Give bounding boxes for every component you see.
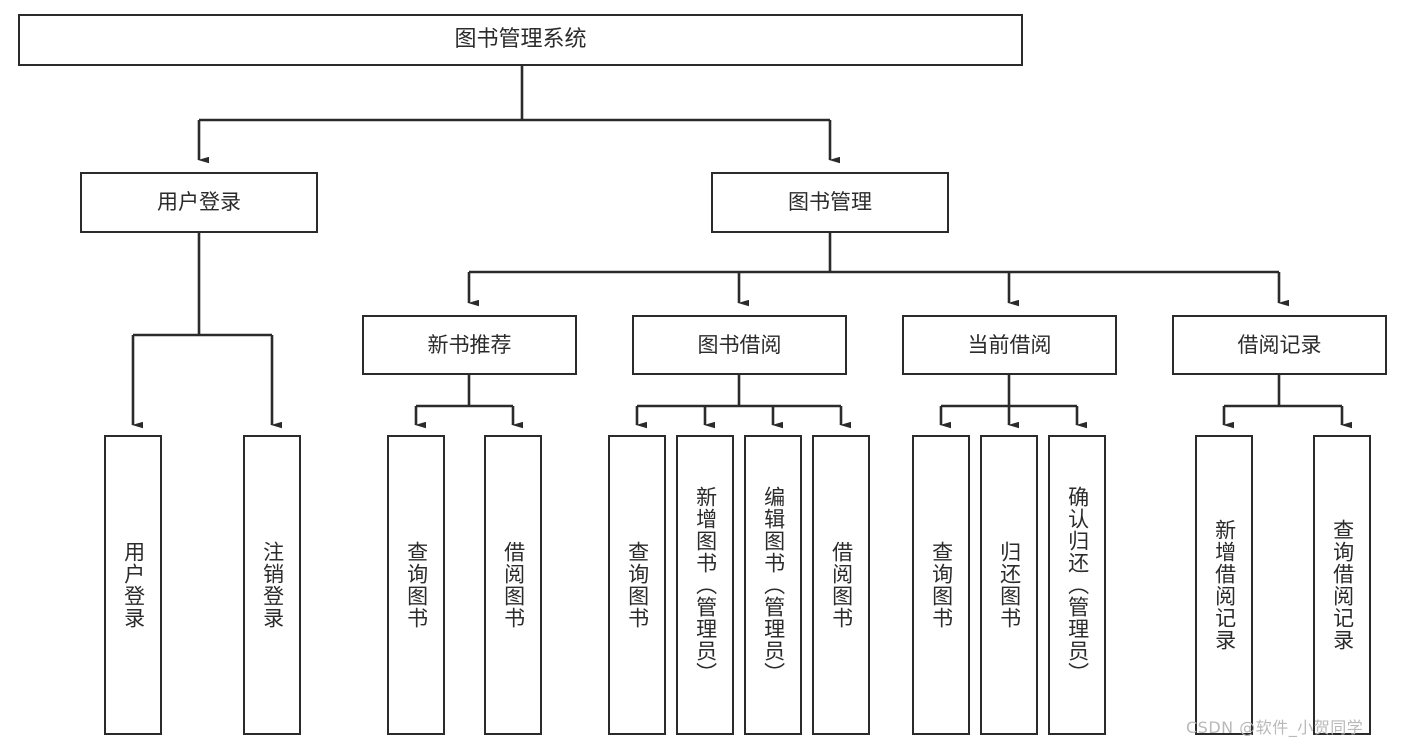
leaf-edit-book-admin[interactable]: 编辑图书（管理员） xyxy=(744,435,802,735)
node-label: 用户登录 xyxy=(157,190,241,214)
node-label: 编辑图书（管理员） xyxy=(761,486,786,684)
leaf-borrow-books[interactable]: 借阅图书 xyxy=(812,435,870,735)
leaf-confirm-return-admin[interactable]: 确认归还（管理员） xyxy=(1048,435,1106,735)
node-label: 用户登录 xyxy=(121,541,146,629)
node-label: 新书推荐 xyxy=(427,332,512,357)
node-label: 借阅记录 xyxy=(1237,332,1322,357)
node-book-management[interactable]: 图书管理 xyxy=(711,172,949,233)
node-label: 注销登录 xyxy=(260,541,285,629)
node-label: 借阅图书 xyxy=(829,541,854,629)
leaf-query-books-borrow[interactable]: 查询图书 xyxy=(608,435,666,735)
leaf-return-books[interactable]: 归还图书 xyxy=(980,435,1038,735)
node-label: 图书借阅 xyxy=(697,332,782,357)
node-label: 查询图书 xyxy=(404,541,429,629)
node-label: 新增借阅记录 xyxy=(1212,519,1237,651)
leaf-query-books-new[interactable]: 查询图书 xyxy=(387,435,445,735)
node-label: 查询图书 xyxy=(625,541,650,629)
node-label: 图书管理系统 xyxy=(454,27,587,52)
csdn-watermark: CSDN @软件_小贺同学 xyxy=(1186,718,1364,737)
leaf-add-book-admin[interactable]: 新增图书（管理员） xyxy=(676,435,734,735)
leaf-logout[interactable]: 注销登录 xyxy=(243,435,301,735)
node-label: 借阅图书 xyxy=(501,541,526,629)
node-current-borrowing[interactable]: 当前借阅 xyxy=(902,315,1117,375)
leaf-borrow-books-new[interactable]: 借阅图书 xyxy=(484,435,542,735)
node-book-borrowing[interactable]: 图书借阅 xyxy=(632,315,847,375)
node-new-book-recommendation[interactable]: 新书推荐 xyxy=(362,315,577,375)
node-borrow-records[interactable]: 借阅记录 xyxy=(1172,315,1387,375)
leaf-query-books-current[interactable]: 查询图书 xyxy=(912,435,970,735)
node-label: 归还图书 xyxy=(997,541,1022,629)
node-label: 查询图书 xyxy=(929,541,954,629)
leaf-add-borrow-record[interactable]: 新增借阅记录 xyxy=(1195,435,1253,735)
node-user-login[interactable]: 用户登录 xyxy=(80,172,318,233)
node-label: 确认归还（管理员） xyxy=(1065,486,1090,684)
leaf-query-borrow-record[interactable]: 查询借阅记录 xyxy=(1313,435,1371,735)
node-label: 新增图书（管理员） xyxy=(693,486,718,684)
node-root-book-management-system[interactable]: 图书管理系统 xyxy=(18,14,1023,66)
node-label: 图书管理 xyxy=(788,190,872,214)
node-label: 当前借阅 xyxy=(967,332,1052,357)
leaf-user-login[interactable]: 用户登录 xyxy=(104,435,162,735)
node-label: 查询借阅记录 xyxy=(1330,519,1355,651)
